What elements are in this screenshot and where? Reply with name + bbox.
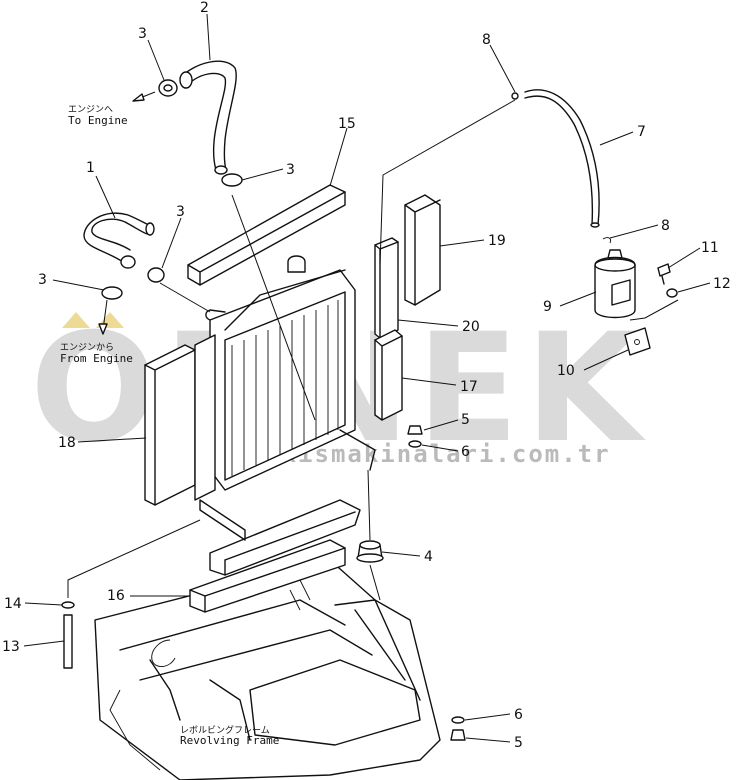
seal-15: [187, 184, 346, 286]
clamp-3: [101, 79, 243, 300]
radiator: [199, 255, 376, 541]
overflow-hose-7: [524, 89, 600, 228]
callout-19: 19: [488, 233, 506, 249]
revolving-frame-jp-label: レボルビングフレーム: [180, 724, 270, 736]
clip-8: [511, 92, 611, 244]
callout-4: 4: [424, 549, 433, 565]
callout-3: 3: [38, 272, 47, 288]
callout-8: 8: [661, 218, 670, 234]
to-engine-jp-label: エンジンへ: [68, 105, 113, 115]
callout-3: 3: [176, 204, 185, 220]
nut-5-lower: [450, 729, 466, 741]
seal-20: [374, 237, 399, 339]
callout-20: 20: [462, 319, 480, 335]
hose-1: [83, 212, 155, 269]
callout-6: 6: [514, 707, 523, 723]
drain-hose-13: [63, 614, 73, 669]
callout-12: 12: [713, 276, 731, 292]
seal-17: [374, 329, 403, 421]
callout-2: 2: [200, 0, 209, 16]
callout-3: 3: [286, 162, 295, 178]
callout-10: 10: [557, 363, 575, 379]
callout-3: 3: [138, 26, 147, 42]
clip-14: [61, 601, 75, 609]
mount-4: [356, 540, 384, 563]
callout-17: 17: [460, 379, 478, 395]
seal-19: [404, 194, 441, 306]
callout-14: 14: [4, 596, 22, 612]
revolving-frame-label: Revolving Frame: [180, 734, 279, 747]
from-engine-label: From Engine: [60, 352, 133, 365]
washer-12: [666, 288, 678, 298]
reserve-tank-9: [594, 249, 636, 319]
callout-5: 5: [514, 735, 523, 751]
callout-13: 13: [2, 639, 20, 655]
to-engine-label: To Engine: [68, 114, 128, 127]
callout-7: 7: [637, 124, 646, 140]
from-engine-jp-label: エンジンから: [60, 342, 114, 353]
callout-9: 9: [543, 299, 552, 315]
callout-15: 15: [338, 116, 356, 132]
bracket-10: [624, 327, 651, 356]
washer-6-upper: [408, 440, 422, 448]
callout-16: 16: [107, 588, 125, 604]
callout-8: 8: [482, 32, 491, 48]
callout-11: 11: [701, 240, 719, 256]
revolving-frame: [94, 559, 441, 780]
callout-6: 6: [461, 444, 470, 460]
support-16: [189, 499, 361, 613]
callouts: 1 2 3 3 3 3 4 5 5 6 6 7 8 8 9 10 11 12 1…: [2, 0, 731, 751]
annotations: エンジンへ To Engine エンジンから From Engine レボルビン…: [60, 105, 279, 747]
bolt-11: [657, 263, 671, 285]
watermark-mark: [62, 312, 90, 328]
hose-2: [179, 60, 237, 175]
callout-1: 1: [86, 160, 95, 176]
washer-6-lower: [451, 716, 465, 724]
callout-5: 5: [461, 412, 470, 428]
seal-18: [144, 334, 216, 506]
leader-lines: [23, 13, 711, 743]
callout-18: 18: [58, 435, 76, 451]
nut-5-upper: [407, 425, 423, 435]
